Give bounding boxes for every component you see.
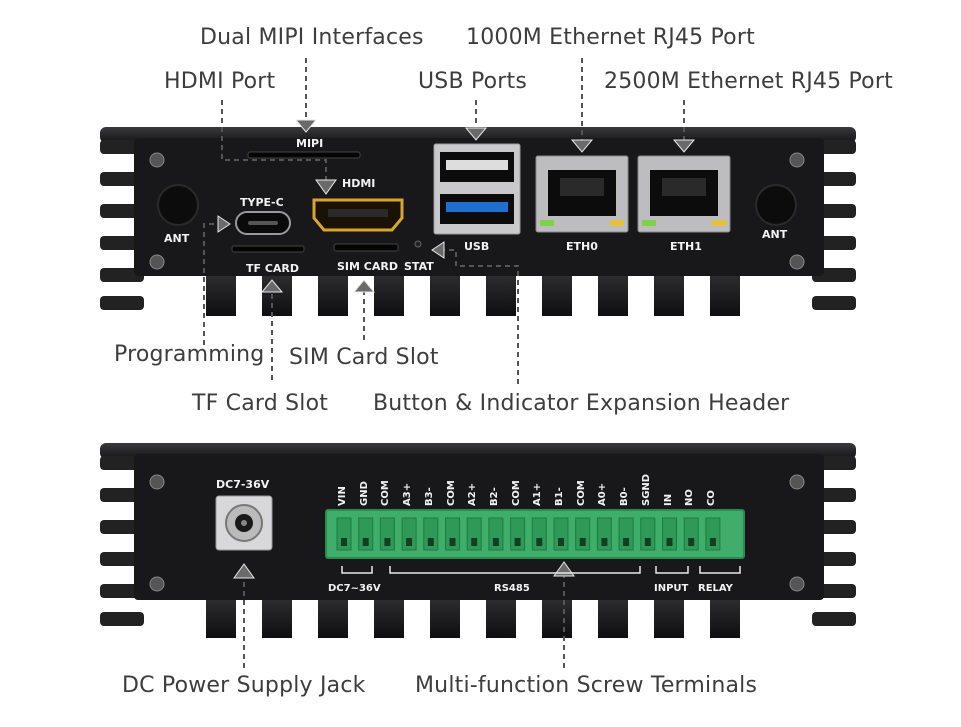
group-input-label: INPUT [654,583,689,594]
terminal-slot [423,517,439,551]
terminal-screw-icon [558,538,564,546]
terminal-slot [510,517,526,551]
back-device [100,443,856,638]
terminal-label: A1+ [532,482,544,506]
callout-usb-ports: USB Ports [418,69,528,94]
terminal-screw-icon [644,538,651,546]
callout-ethernet-1000m: 1000M Ethernet RJ45 Port [466,25,755,50]
terminal-label: COM [510,480,522,506]
terminal-slot [445,517,460,551]
terminal-label: VIN [337,486,348,506]
group-dc-label: DC7~36V [328,583,381,594]
terminal-slot [336,517,352,551]
callout-tf-card-slot: TF Card Slot [192,391,329,416]
terminal-screw-icon [666,538,673,546]
terminal-screw-icon [579,538,586,546]
terminal-screw-icon [514,538,521,546]
terminal-screw-icon [601,538,608,546]
terminal-screw-icon [492,538,499,546]
callout-programming: Programming [114,342,265,367]
terminal-slot [379,517,395,551]
ant-right-label: ANT [762,228,788,241]
terminal-screw-icon [709,538,716,546]
terminal-label: A0+ [597,482,609,506]
terminal-label: B1- [554,487,565,506]
terminal-label: COM [445,480,457,506]
terminal-label: GND [358,481,370,506]
terminal-screws [336,517,721,551]
callout-dc-power: DC Power Supply Jack [122,673,366,698]
sim-card-label: SIM CARD [337,260,398,273]
terminal-label: NO [684,489,696,506]
terminal-label: COM [575,480,587,506]
tf-card-label: TF CARD [246,262,300,275]
terminal-slot [683,517,699,551]
group-rs485-label: RS485 [494,583,530,594]
terminal-screw-icon [427,538,434,546]
front-device [100,127,856,316]
type-c-label: TYPE-C [240,196,284,209]
terminal-label: IN [662,493,674,506]
callout-screw-terminals: Multi-function Screw Terminals [415,673,758,698]
dc-jack-label: DC7-36V [216,478,270,491]
terminal-screw-icon [536,538,543,546]
terminal-screw-icon [406,538,413,546]
callout-sim-card-slot: SIM Card Slot [289,345,439,370]
hdmi-label: HDMI [342,177,376,190]
callout-ethernet-2500m: 2500M Ethernet RJ45 Port [604,69,893,94]
terminal-slot [596,517,612,551]
terminal-label: A3+ [402,482,414,506]
terminal-slot [553,517,569,551]
terminal-slot [358,517,374,551]
terminal-screw-icon [623,538,630,546]
terminal-screw-icon [449,538,456,546]
terminal-screw-icon [384,538,391,546]
terminal-label: B2- [488,487,500,506]
terminal-label: B0- [619,487,631,506]
stat-label: STAT [404,260,434,273]
terminal-screw-icon [471,538,478,546]
group-relay-label: RELAY [698,583,733,594]
terminal-slot [575,517,591,551]
terminal-screw-icon [688,538,695,546]
terminal-slot [466,517,482,551]
eth1-label: ETH1 [670,240,702,253]
usb-label: USB [464,240,490,253]
terminal-slot [640,517,656,551]
callout-button-indicator: Button & Indicator Expansion Header [373,391,790,416]
mipi-label: MIPI [296,137,324,150]
terminal-slot [401,517,417,551]
callout-hdmi-port: HDMI Port [164,69,276,94]
terminal-slot [531,517,547,551]
terminal-screw-icon [362,538,369,546]
ant-left-label: ANT [164,232,190,245]
terminal-label: CO [705,490,717,506]
terminal-label: B3- [423,487,435,506]
terminal-screw-icon [341,538,347,546]
terminal-label: A2+ [467,482,479,506]
terminal-slot [488,517,504,551]
terminal-slot [705,517,721,551]
terminal-label: COM [380,480,392,506]
eth0-label: ETH0 [566,240,598,253]
terminal-slot [618,517,634,551]
callout-dual-mipi: Dual MIPI Interfaces [200,25,424,50]
terminal-slot [662,517,677,551]
terminal-label: SGND [640,473,652,506]
